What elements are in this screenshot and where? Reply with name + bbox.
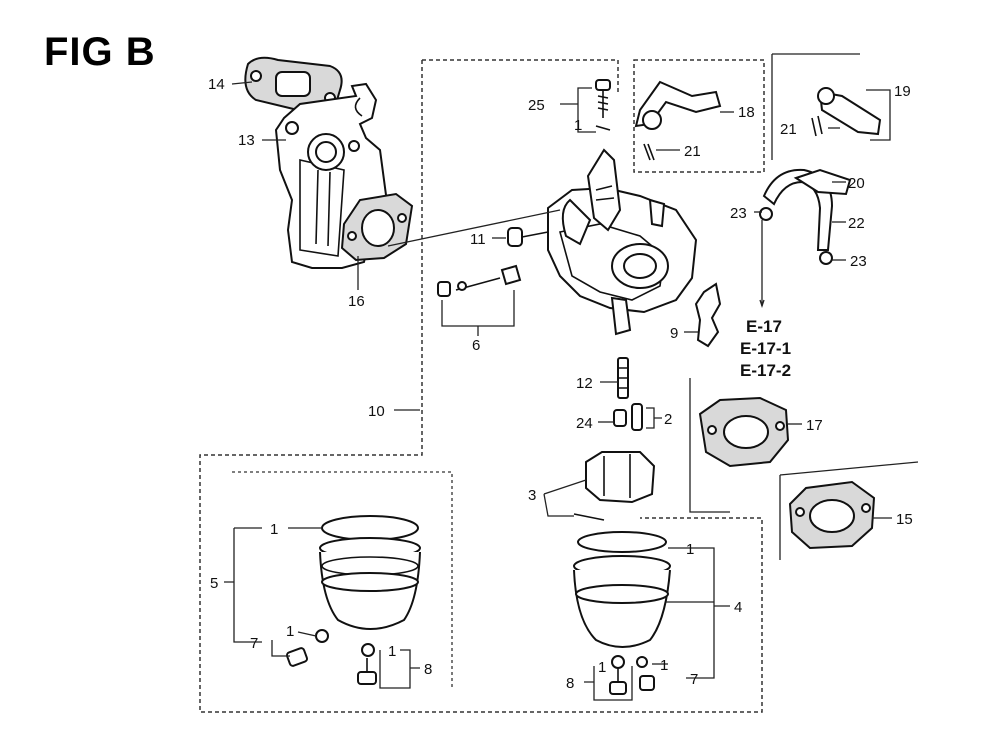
part-12-jet	[617, 357, 629, 399]
callout-25: 25	[528, 97, 545, 114]
part-8-bolt-right	[609, 655, 627, 695]
part-9-gasket	[694, 282, 722, 348]
callout-7-qty-right: 1	[660, 657, 668, 674]
frame-carburetor-top	[422, 59, 619, 92]
callout-18-21: 21	[684, 143, 701, 160]
callout-5: 5	[210, 575, 218, 592]
callout-19: 19	[894, 83, 911, 100]
callout-4-qty: 1	[686, 541, 694, 558]
callout-4: 4	[734, 599, 742, 616]
callout-15: 15	[896, 511, 913, 528]
callout-24: 24	[576, 415, 593, 432]
frame-lever-18	[633, 59, 765, 173]
part-4-float-bowl	[573, 531, 671, 648]
part-23-clip-upper	[759, 207, 773, 221]
part-16-gasket	[340, 192, 414, 262]
callout-7-left: 7	[250, 635, 258, 652]
reference-e17-2: E-17-2	[740, 361, 791, 380]
part-25-screw	[595, 79, 611, 131]
cross-references: E-17 E-17-1 E-17-2	[740, 317, 791, 380]
frame-bowl-left	[232, 471, 453, 690]
part-3-float	[573, 451, 656, 521]
callout-6: 6	[472, 337, 480, 354]
part-10-carburetor-body	[547, 148, 698, 336]
part-22-tube	[762, 168, 852, 251]
part-18-lever	[634, 80, 722, 161]
callout-19-21: 21	[780, 121, 797, 138]
frame-carburetor-assembly	[199, 60, 763, 713]
callout-20: 20	[848, 175, 865, 192]
callout-14: 14	[208, 76, 225, 93]
callout-25-qty: 1	[574, 117, 582, 134]
part-7-drain-screw-left	[285, 629, 329, 667]
callout-2: 2	[664, 411, 672, 428]
callout-8-qty-right: 1	[598, 659, 606, 676]
part-23-clip-lower	[819, 251, 833, 265]
callout-7-qty-left: 1	[286, 623, 294, 640]
callout-8-right: 8	[566, 675, 574, 692]
frame-gasket-17	[689, 378, 730, 513]
callout-10: 10	[368, 403, 385, 420]
leader-lines	[224, 81, 892, 701]
callout-16: 16	[348, 293, 365, 310]
figure-title: FIG B	[44, 30, 156, 74]
callout-7-right: 7	[690, 671, 698, 688]
frame-gasket-15	[779, 461, 919, 560]
callout-23-upper: 23	[730, 205, 747, 222]
part-7-drain-screw-right	[636, 656, 655, 691]
callout-8-qty-left: 1	[388, 643, 396, 660]
part-2-valve	[631, 403, 643, 431]
frame-lever-19	[771, 53, 860, 160]
part-11-screw	[507, 227, 549, 247]
part-24-jet	[613, 409, 627, 427]
reference-e17-1: E-17-1	[740, 339, 791, 358]
part-15-gasket	[788, 480, 876, 550]
part-5-float-bowl	[319, 515, 421, 630]
part-6-screw-set	[437, 264, 522, 297]
part-17-gasket	[698, 396, 790, 468]
callout-17: 17	[806, 417, 823, 434]
callout-9: 9	[670, 325, 678, 342]
part-8-bolt-left	[357, 643, 377, 685]
callout-labels: 14 13 16 25 1 18 21 19 21 20 23 22 23 11…	[208, 76, 913, 692]
callout-3: 3	[528, 487, 536, 504]
callout-13: 13	[238, 132, 255, 149]
part-19-lever	[811, 87, 882, 137]
reference-e17: E-17	[746, 317, 782, 336]
callout-12: 12	[576, 375, 593, 392]
callout-11: 11	[470, 231, 486, 248]
callout-23-lower: 23	[850, 253, 867, 270]
callout-8-left: 8	[424, 661, 432, 678]
callout-22: 22	[848, 215, 865, 232]
callout-5-qty: 1	[270, 521, 278, 538]
callout-18: 18	[738, 104, 755, 121]
